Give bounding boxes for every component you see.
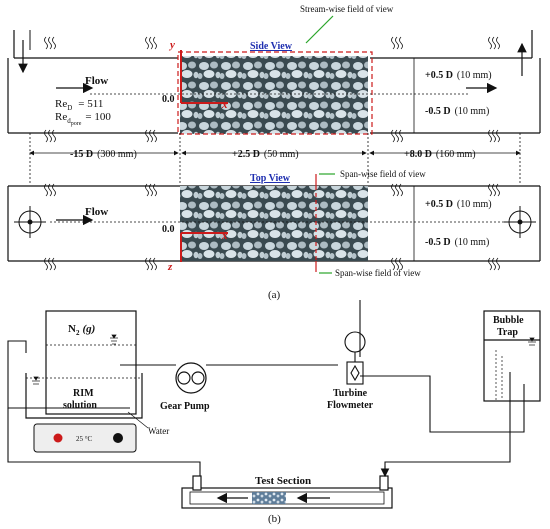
side-view-title: Side View xyxy=(250,41,293,52)
dim-downstream: +8.0 D(160 mm) xyxy=(404,149,476,160)
stream-wise-label: Stream-wise field of view xyxy=(300,4,394,14)
break-marks-side xyxy=(44,36,500,143)
axis-z-label: z xyxy=(167,261,173,273)
dim-foam: +2.5 D(50 mm) xyxy=(232,149,299,160)
origin-label-top: 0.0 xyxy=(162,224,175,235)
water-label: Water xyxy=(148,426,169,436)
plus-half-d-side: +0.5 D(10 mm) xyxy=(425,70,492,81)
caption-b: (b) xyxy=(268,513,281,525)
axis-x-label: x xyxy=(221,99,228,111)
axis-x-label-top: x xyxy=(221,230,228,242)
turbine-flowmeter xyxy=(344,331,366,385)
flow-label-top: Flow xyxy=(85,206,108,218)
bubble-trap-label-2: Trap xyxy=(497,327,518,338)
outlet-port-top xyxy=(504,206,536,238)
top-view-title: Top View xyxy=(250,173,291,184)
heater-plate xyxy=(33,423,137,453)
plus-half-d-top: +0.5 D(10 mm) xyxy=(425,199,492,210)
break-marks-top xyxy=(44,183,500,271)
turbine-label-2: Flowmeter xyxy=(327,400,374,411)
water-pointer xyxy=(127,411,149,429)
span-wise-label-1: Span-wise field of view xyxy=(340,169,426,179)
axes-top xyxy=(180,232,228,262)
stream-wise-fov-box xyxy=(177,51,373,135)
turbine-label-1: Turbine xyxy=(333,388,368,399)
minus-half-d-top: -0.5 D(10 mm) xyxy=(425,237,489,248)
span-wise-label-2: Span-wise field of view xyxy=(335,268,421,278)
re-pore-label: Redpore= 100 xyxy=(55,111,111,127)
dim-upstream: -15 D(300 mm) xyxy=(70,149,137,160)
minus-half-d-side: -0.5 D(10 mm) xyxy=(425,106,489,117)
rim-label-1: RIM xyxy=(73,388,94,399)
foam-image-top xyxy=(180,186,368,261)
heater-temp: 25 °C xyxy=(76,435,93,443)
origin-label-side: 0.0 xyxy=(162,94,175,105)
gear-pump-label: Gear Pump xyxy=(160,401,210,412)
bubble-trap-label-1: Bubble xyxy=(493,315,524,326)
rim-label-2: solution xyxy=(63,400,97,411)
bubble-trap xyxy=(483,310,541,402)
level-marker-bath xyxy=(32,376,40,385)
axes-side xyxy=(180,50,228,104)
water-bath xyxy=(25,373,143,419)
stream-wise-pointer xyxy=(305,15,334,44)
inlet-port-top xyxy=(14,206,46,238)
test-section xyxy=(181,475,393,509)
dimension-row xyxy=(29,133,521,185)
flow-label-side: Flow xyxy=(85,75,108,87)
test-section-foam xyxy=(252,492,286,504)
gear-pump xyxy=(175,362,207,394)
n2-label: N2(g) xyxy=(68,323,95,337)
level-marker-tank xyxy=(110,334,118,345)
n2-tank xyxy=(45,310,137,415)
test-section-label: Test Section xyxy=(255,475,311,487)
axis-y-label: y xyxy=(168,39,175,51)
level-marker-trap xyxy=(528,337,536,346)
foam-image-side xyxy=(180,56,368,134)
re-d-label: ReD= 511 xyxy=(55,98,103,112)
caption-a: (a) xyxy=(268,289,281,301)
